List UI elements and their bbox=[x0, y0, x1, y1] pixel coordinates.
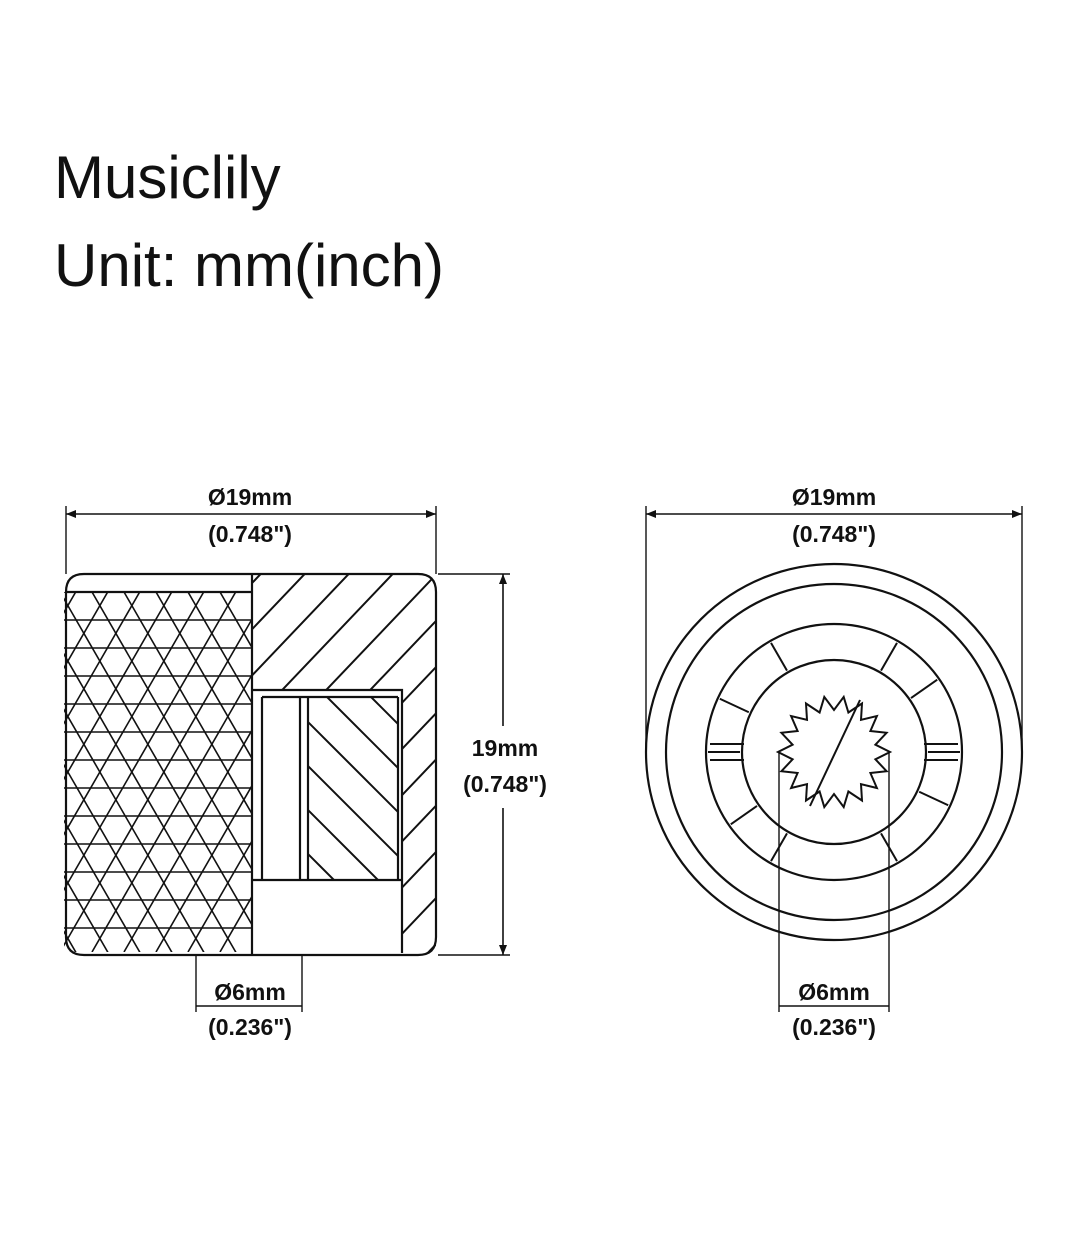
top-width-in: (0.748") bbox=[792, 521, 876, 547]
unit-label: Unit: mm(inch) bbox=[54, 232, 445, 299]
splined-shaft bbox=[775, 694, 893, 810]
insert-circle bbox=[740, 658, 928, 846]
side-height-mm: 19mm bbox=[472, 735, 538, 761]
side-shaft-in: (0.236") bbox=[208, 1014, 292, 1040]
side-height-in: (0.748") bbox=[463, 771, 547, 797]
brand-title: Musiclily bbox=[54, 144, 281, 211]
knob-body-outline bbox=[64, 572, 438, 957]
top-shaft-in: (0.236") bbox=[792, 1014, 876, 1040]
top-shaft-mm: Ø6mm bbox=[798, 979, 870, 1005]
insert-hatching bbox=[308, 697, 398, 880]
bore-outline bbox=[252, 688, 404, 953]
spokes bbox=[708, 642, 960, 862]
shaft-slot bbox=[809, 699, 861, 807]
top-view bbox=[644, 506, 1024, 1012]
side-width-mm: Ø19mm bbox=[208, 484, 292, 510]
side-width-in: (0.748") bbox=[208, 521, 292, 547]
side-shaft-mm: Ø6mm bbox=[214, 979, 286, 1005]
top-width-mm: Ø19mm bbox=[792, 484, 876, 510]
knurl-pattern bbox=[64, 592, 252, 952]
inner-rim-circle bbox=[664, 582, 1004, 922]
cap-circle bbox=[704, 622, 964, 882]
outer-rim-circle bbox=[644, 562, 1024, 942]
